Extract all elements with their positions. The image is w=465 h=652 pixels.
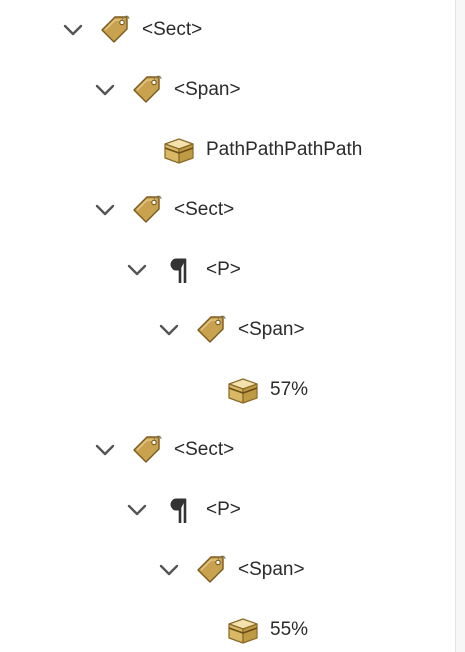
- tree-node-sect[interactable]: <Sect>: [0, 10, 456, 50]
- tag-icon: [197, 555, 226, 583]
- chevron-down-icon[interactable]: [94, 80, 116, 100]
- chevron-down-icon[interactable]: [62, 20, 84, 40]
- tree-node-label: <P>: [206, 499, 241, 520]
- tree-node-content[interactable]: PathPathPathPath: [0, 130, 456, 170]
- chevron-down-icon[interactable]: [126, 260, 148, 280]
- content-box-icon: [228, 618, 258, 644]
- chevron-down-icon[interactable]: [94, 200, 116, 220]
- tag-icon: [133, 435, 162, 463]
- tree-node-span[interactable]: <Span>: [0, 310, 456, 350]
- chevron-down-icon[interactable]: [158, 320, 180, 340]
- tree-node-label: <Sect>: [174, 439, 235, 460]
- tree-node-label: 57%: [270, 379, 309, 400]
- tag-icon: [133, 75, 162, 103]
- tag-icon: [133, 195, 162, 223]
- tree-node-sect[interactable]: <Sect>: [0, 190, 456, 230]
- tree-node-label: <Span>: [238, 559, 305, 580]
- tree-node-label: <P>: [206, 259, 241, 280]
- chevron-down-icon[interactable]: [94, 440, 116, 460]
- chevron-down-icon[interactable]: [158, 560, 180, 580]
- tree-node-p[interactable]: <P>: [0, 250, 456, 290]
- pilcrow-icon: [170, 258, 187, 283]
- tree-node-label: <Span>: [238, 319, 305, 340]
- tree-node-label: 55%: [270, 619, 309, 640]
- tree-node-label: <Sect>: [174, 199, 235, 220]
- tree-node-span[interactable]: <Span>: [0, 550, 456, 590]
- scrollbar-track[interactable]: [455, 0, 465, 652]
- tree-node-content[interactable]: 57%: [0, 370, 456, 410]
- tree-node-label: <Span>: [174, 79, 241, 100]
- tree-node-label: PathPathPathPath: [206, 139, 363, 160]
- tree-node-content[interactable]: 55%: [0, 610, 456, 650]
- tree-node-sect[interactable]: <Sect>: [0, 430, 456, 470]
- content-box-icon: [164, 138, 194, 164]
- tag-icon: [197, 315, 226, 343]
- tag-icon: [101, 15, 130, 43]
- content-box-icon: [228, 378, 258, 404]
- tree-node-label: <Sect>: [142, 19, 203, 40]
- tree-node-span[interactable]: <Span>: [0, 70, 456, 110]
- tree-node-p[interactable]: <P>: [0, 490, 456, 530]
- pilcrow-icon: [170, 498, 187, 523]
- chevron-down-icon[interactable]: [126, 500, 148, 520]
